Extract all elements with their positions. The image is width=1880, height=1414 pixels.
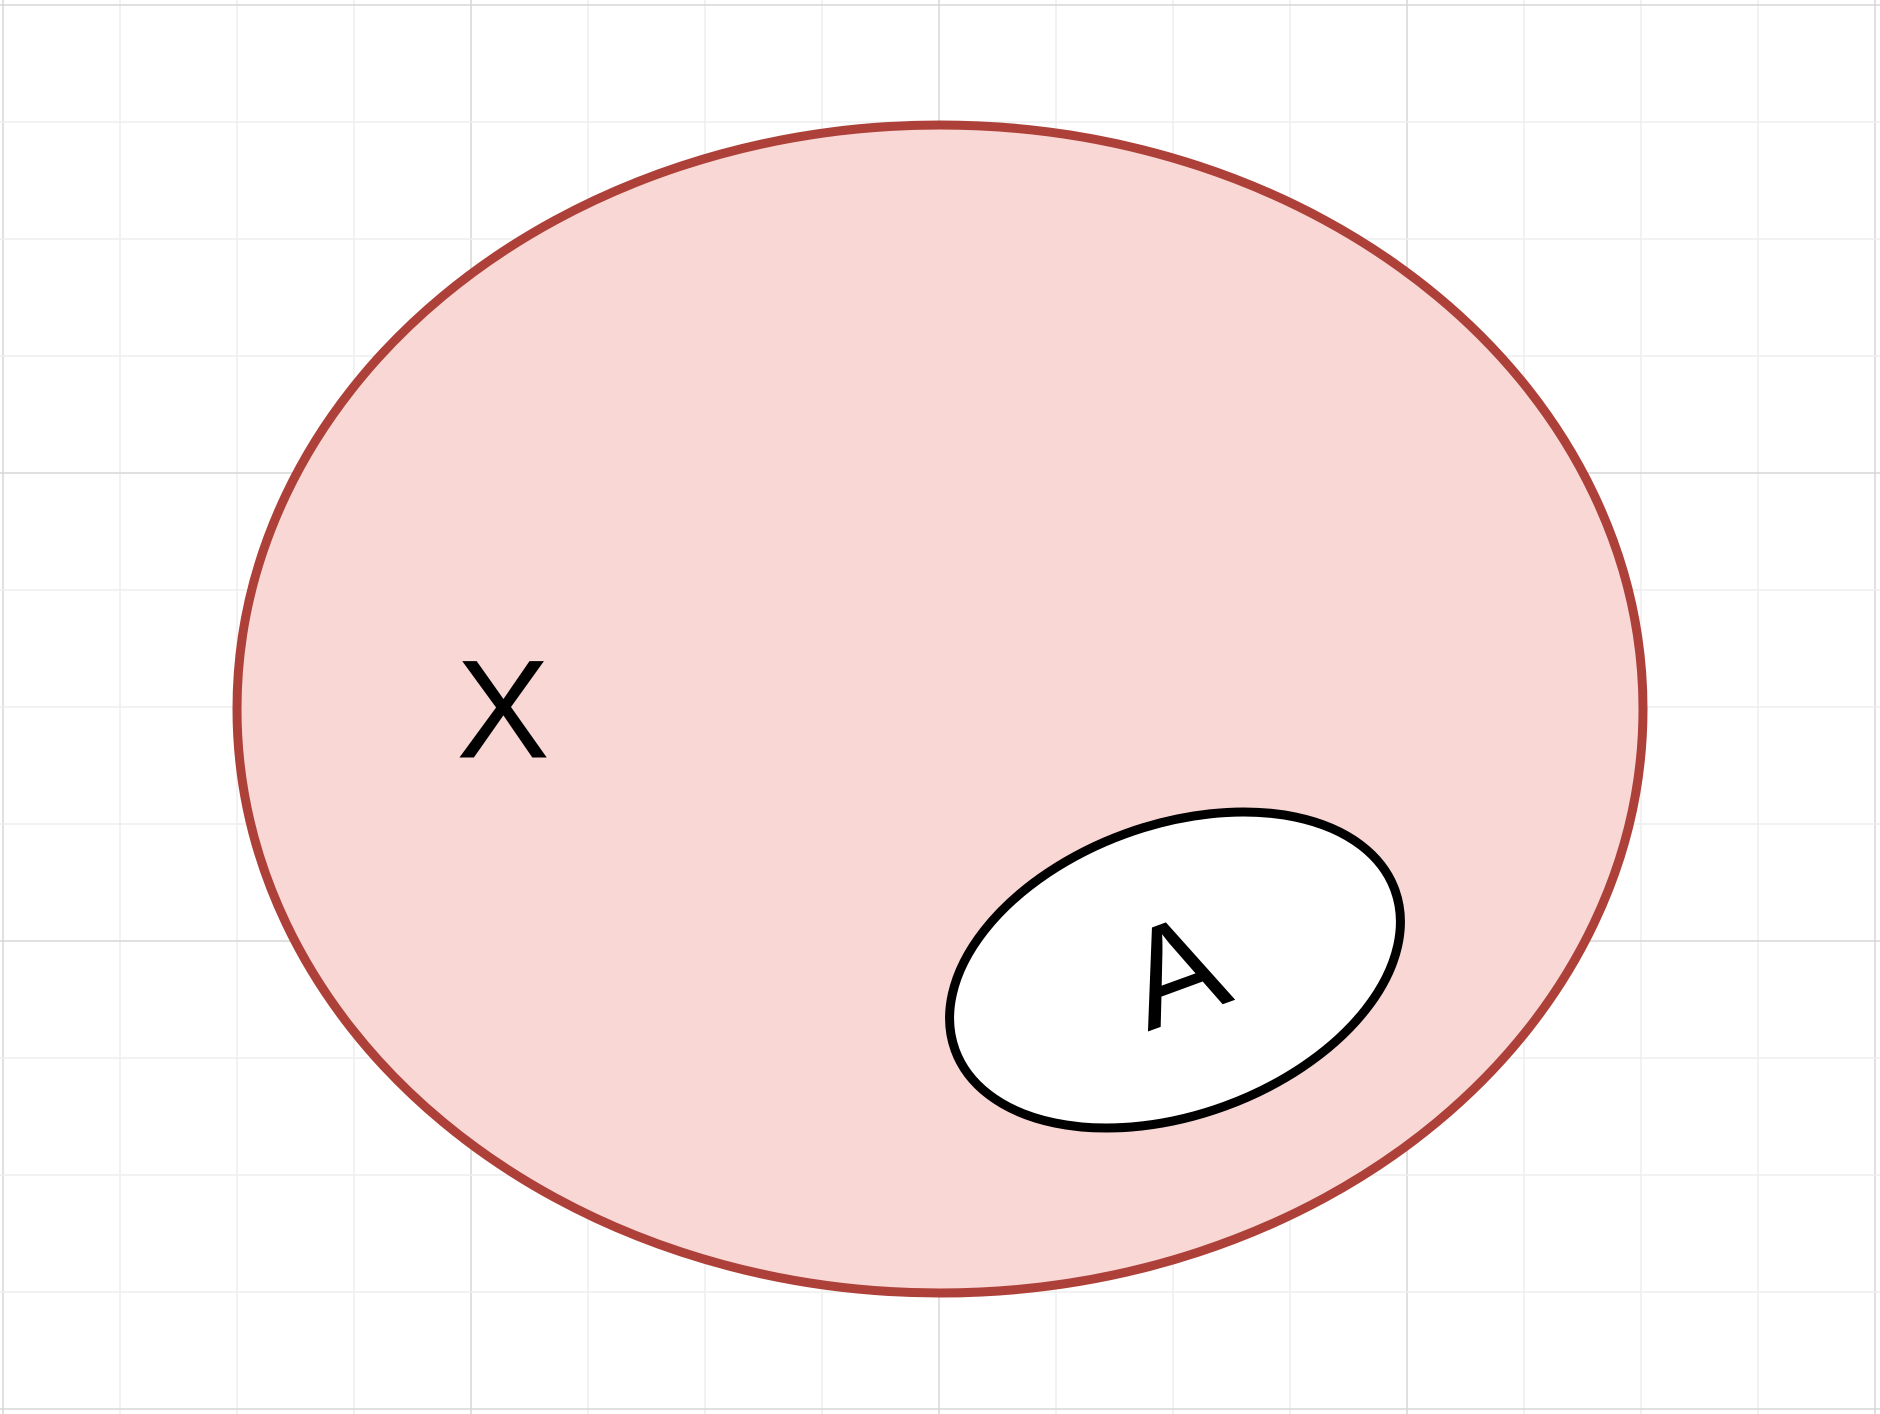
set-x-label: X (456, 631, 549, 788)
set-x-region (232, 120, 1648, 1298)
set-a-group: A (945, 807, 1405, 1133)
set-a-region (945, 807, 1405, 1133)
